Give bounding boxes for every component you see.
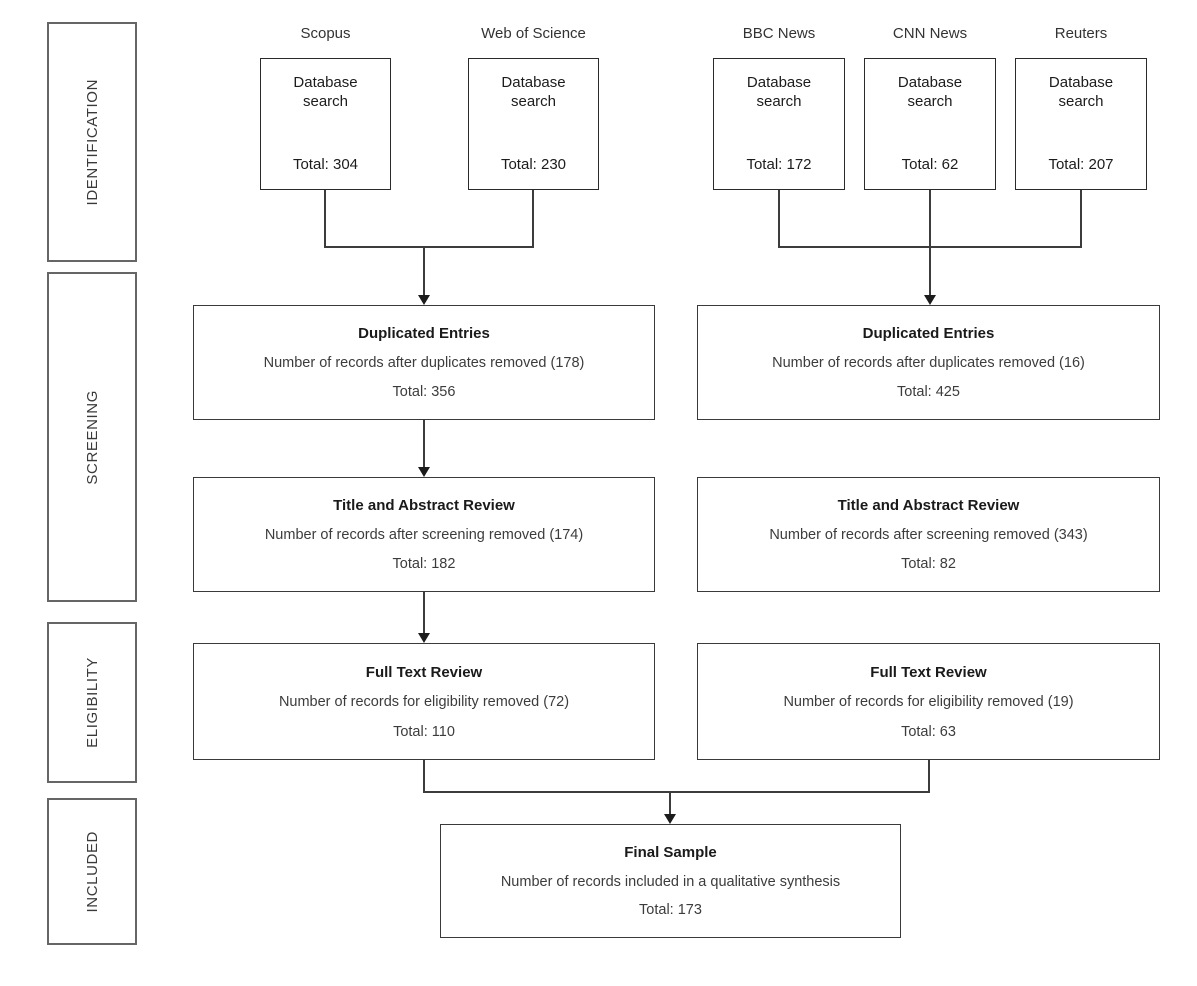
flow-box-description: Number of records after screening remove…	[264, 527, 584, 543]
flow-box-total: Total: 82	[901, 556, 956, 572]
connector-cnn-news-down	[929, 190, 931, 248]
arrowhead-academic-to-duplicated	[418, 295, 430, 305]
source-box-bbc-news-total: Total: 172	[746, 156, 812, 173]
source-title-scopus: Scopus	[300, 25, 351, 42]
connector-academic-to-duplicated	[423, 246, 425, 295]
source-line2: search	[907, 93, 953, 110]
source-box-scopus: Database search Total: 304	[260, 58, 391, 190]
source-line1: Database	[501, 74, 566, 91]
flow-box-right-full-text-review: Full Text Review Number of records for e…	[697, 643, 1160, 760]
connector-scopus-down	[324, 190, 326, 248]
flow-box-total: Total: 356	[392, 384, 456, 400]
flow-box-title: Full Text Review	[870, 663, 987, 681]
connector-left-title-abstract-to-full-text	[423, 592, 425, 633]
source-line2: search	[756, 93, 802, 110]
stage-label-identification: IDENTIFICATION	[83, 78, 101, 206]
source-box-scopus-total: Total: 304	[292, 156, 359, 173]
source-title-cnn-news: CNN News	[892, 25, 968, 42]
flow-box-title: Duplicated Entries	[862, 325, 995, 342]
source-title-bbc-news: BBC News	[742, 25, 816, 42]
connector-full-text-join	[423, 791, 930, 793]
connector-left-full-text-down	[423, 760, 425, 793]
source-line2: search	[302, 93, 349, 110]
source-box-reuters-total: Total: 207	[1048, 156, 1114, 173]
flow-box-title: Final Sample	[624, 843, 717, 861]
arrowhead-left-title-abstract-to-full-text	[418, 633, 430, 643]
arrowhead-left-duplicated-to-title-abstract	[418, 467, 430, 477]
flow-box-title: Duplicated Entries	[358, 325, 490, 342]
flow-box-right-duplicated-entries: Duplicated Entries Number of records aft…	[697, 305, 1160, 420]
flow-box-description: Number of records after duplicates remov…	[263, 355, 585, 371]
flow-box-left-duplicated-entries: Duplicated Entries Number of records aft…	[193, 305, 655, 420]
source-box-reuters-heading: Database search	[1016, 73, 1146, 111]
source-box-web-of-science-heading: Database search	[469, 73, 598, 111]
flow-box-title: Full Text Review	[365, 663, 483, 681]
source-line2: search	[1058, 93, 1104, 110]
flow-box-description: Number of records after screening remove…	[769, 527, 1088, 543]
flow-box-total: Total: 425	[897, 384, 960, 400]
source-box-bbc-news: Database search Total: 172	[713, 58, 845, 190]
flow-box-left-full-text-review: Full Text Review Number of records for e…	[193, 643, 655, 760]
connector-join-to-final-sample	[669, 791, 671, 815]
stage-box-eligibility: ELIGIBILITY	[47, 622, 137, 783]
source-line1: Database	[746, 74, 812, 91]
connector-left-duplicated-to-title-abstract	[423, 420, 425, 467]
source-line1: Database	[293, 74, 358, 91]
source-box-cnn-news-heading: Database search	[865, 73, 995, 111]
source-box-cnn-news-total: Total: 62	[901, 156, 959, 173]
flow-box-description: Number of records included in a qualitat…	[500, 873, 841, 890]
flow-box-description: Number of records for eligibility remove…	[783, 694, 1074, 710]
stage-label-screening: SCREENING	[83, 389, 101, 485]
connector-bbc-news-down	[778, 190, 780, 248]
flow-box-title: Title and Abstract Review	[333, 497, 515, 514]
flow-box-description: Number of records for eligibility remove…	[278, 694, 570, 710]
flow-box-total: Total: 173	[639, 902, 702, 919]
source-box-web-of-science-total: Total: 230	[500, 156, 567, 173]
flow-box-right-title-abstract-review: Title and Abstract Review Number of reco…	[697, 477, 1160, 592]
flow-box-left-title-abstract-review: Title and Abstract Review Number of reco…	[193, 477, 655, 592]
stage-box-identification: IDENTIFICATION	[47, 22, 137, 262]
source-box-reuters: Database search Total: 207	[1015, 58, 1147, 190]
stage-label-eligibility: ELIGIBILITY	[83, 657, 101, 748]
stage-box-included: INCLUDED	[47, 798, 137, 945]
source-box-web-of-science: Database search Total: 230	[468, 58, 599, 190]
stage-box-screening: SCREENING	[47, 272, 137, 602]
source-line2: search	[510, 93, 557, 110]
source-box-cnn-news: Database search Total: 62	[864, 58, 996, 190]
flow-box-total: Total: 110	[393, 723, 455, 740]
source-title-reuters: Reuters	[1054, 25, 1108, 42]
source-box-scopus-heading: Database search	[261, 73, 390, 111]
connector-news-to-duplicated	[929, 246, 931, 295]
connector-web-of-science-down	[532, 190, 534, 248]
connector-academic-join	[324, 246, 534, 248]
source-box-bbc-news-heading: Database search	[714, 73, 844, 111]
flow-box-total: Total: 63	[901, 723, 956, 740]
connector-reuters-down	[1080, 190, 1082, 248]
flow-box-title: Title and Abstract Review	[837, 497, 1020, 514]
stage-label-included: INCLUDED	[83, 830, 101, 913]
arrowhead-to-final-sample	[664, 814, 676, 824]
flow-box-final-sample: Final Sample Number of records included …	[440, 824, 901, 938]
source-title-web-of-science: Web of Science	[481, 25, 586, 42]
flow-box-description: Number of records after duplicates remov…	[772, 355, 1085, 371]
source-line1: Database	[897, 74, 963, 91]
source-line1: Database	[1048, 74, 1114, 91]
flow-box-total: Total: 182	[392, 556, 456, 572]
arrowhead-news-to-duplicated	[924, 295, 936, 305]
connector-right-full-text-down	[928, 760, 930, 793]
